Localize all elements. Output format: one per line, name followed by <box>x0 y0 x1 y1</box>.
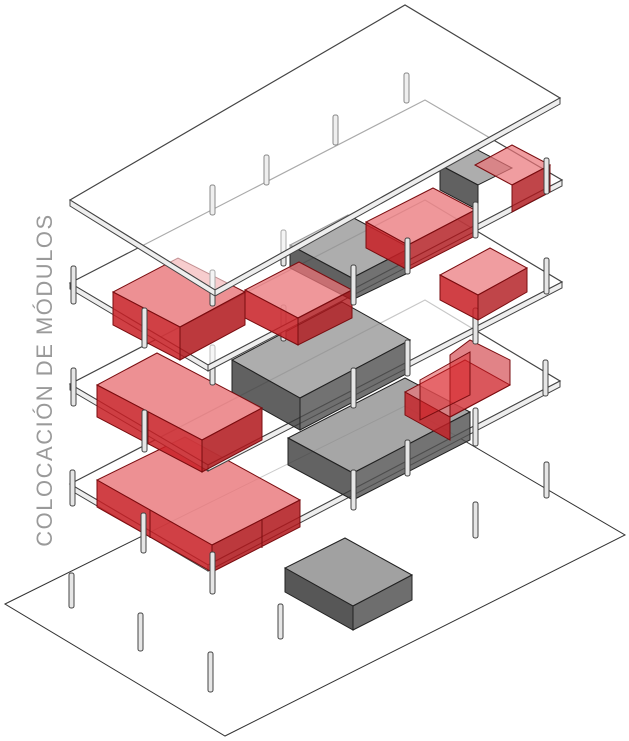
column <box>404 439 411 477</box>
column <box>209 551 216 595</box>
column <box>263 154 270 186</box>
roof-columns <box>209 72 410 216</box>
column <box>350 469 357 511</box>
column <box>137 612 144 652</box>
module-red-l3-right <box>364 144 552 321</box>
column <box>543 257 550 295</box>
level-1-columns <box>69 359 549 595</box>
column <box>140 512 147 554</box>
module-red-l2-right <box>403 339 512 441</box>
module-red-l1-left <box>95 436 302 573</box>
column <box>472 201 479 239</box>
column <box>207 651 214 693</box>
column <box>141 307 148 349</box>
column <box>277 603 284 640</box>
column <box>404 237 411 275</box>
column <box>209 184 216 216</box>
column <box>472 407 479 447</box>
column <box>542 359 549 397</box>
column <box>70 265 77 305</box>
column <box>141 409 148 453</box>
column <box>543 157 550 195</box>
column <box>543 461 550 499</box>
column <box>68 572 75 609</box>
column <box>404 339 411 377</box>
column <box>70 367 77 407</box>
column <box>350 264 357 306</box>
module-red-l2-left <box>95 352 264 473</box>
ground-columns <box>68 461 550 693</box>
column <box>332 114 339 146</box>
module-dark-ground <box>283 537 414 631</box>
column <box>69 469 76 507</box>
column <box>350 367 357 409</box>
column <box>403 72 410 104</box>
column <box>472 501 479 539</box>
